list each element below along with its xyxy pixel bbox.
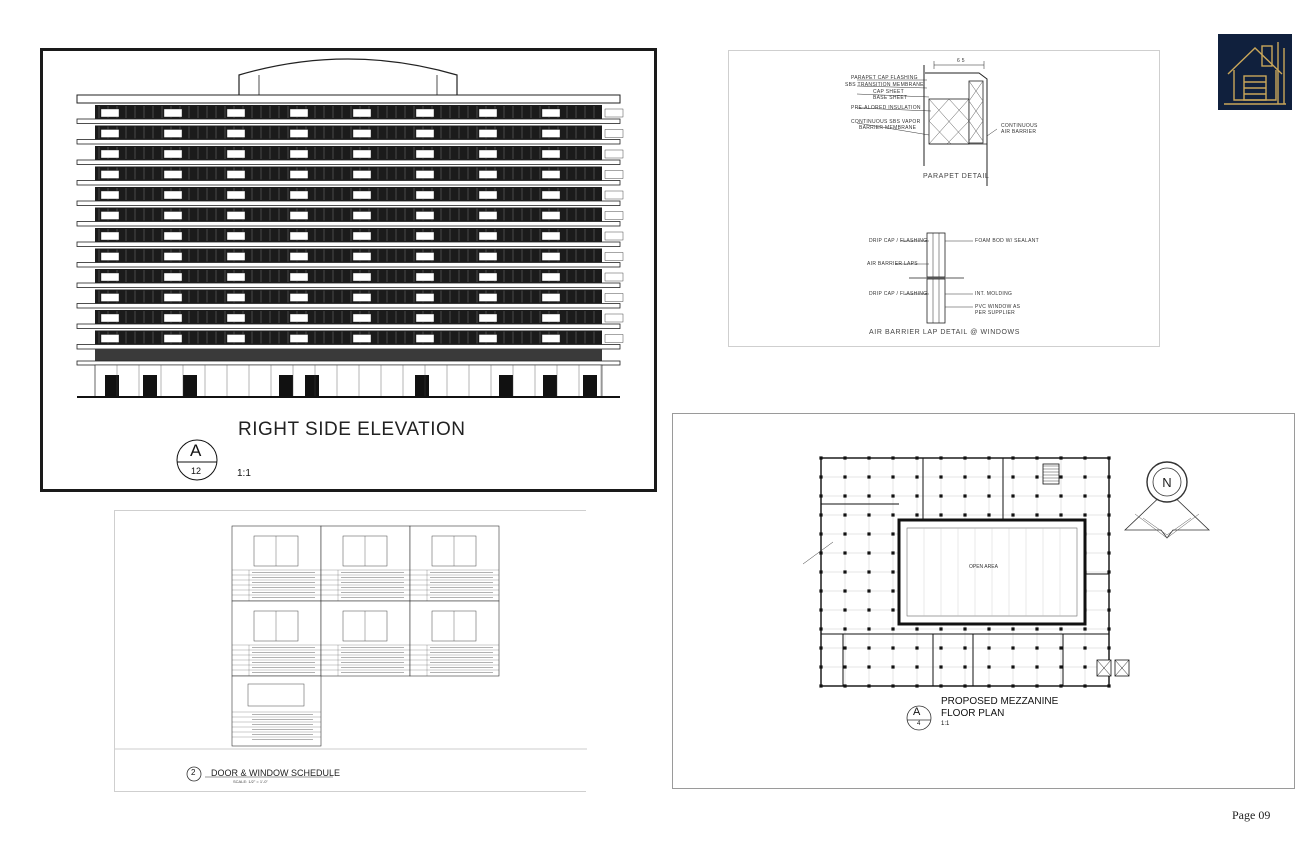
lap-right-1: INT. MOLDING (975, 291, 1013, 297)
mezzanine-plan-drawing: N (802, 456, 1210, 731)
mezzanine-scale: 1:1 (941, 721, 950, 727)
parapet-detail-drawing (856, 61, 998, 324)
parapet-right-label-1: CONTINUOUS (1001, 123, 1038, 129)
open-area-label: OPEN AREA (969, 564, 998, 570)
schedule-scale: SCALE: 1/2" = 1'-0" (233, 779, 268, 784)
page-number: Page 09 (1232, 808, 1271, 822)
elevation-section-tag (176, 439, 218, 481)
schedule-tag-number: 2 (191, 768, 196, 777)
mezzanine-title-line2: FLOOR PLAN (941, 708, 1005, 719)
parapet-label-5: CONTINUOUS SBS VAPOR (851, 119, 921, 125)
lap-right-2: PVC WINDOW AS (975, 304, 1021, 310)
lap-right-3: PER SUPPLIER (975, 310, 1016, 316)
mezzanine-plan-panel: N OPEN AREA A 4 PROPOSED MEZZANINE FLOOR… (672, 413, 1295, 789)
lap-title: AIR BARRIER LAP DETAIL @ WINDOWS (869, 329, 1021, 336)
parapet-label-3: BASE SHEET (873, 95, 908, 101)
parapet-label-2: CAP SHEET (873, 89, 904, 95)
parapet-right-label-2: AIR BARRIER (1001, 129, 1037, 135)
elevation-tag-number: 12 (191, 466, 202, 476)
parapet-label-6: BARRIER MEMBRANE (859, 125, 917, 131)
lap-right-0: FOAM BOD W/ SEALANT (975, 238, 1040, 244)
elevation-title: RIGHT SIDE ELEVATION (238, 419, 466, 440)
mezzanine-tag-letter: A (913, 706, 921, 718)
lap-left-2: DRIP CAP / FLASHING (869, 291, 928, 297)
parapet-dim: 6 5 (957, 58, 965, 64)
mezzanine-title-line1: PROPOSED MEZZANINE (941, 696, 1059, 707)
mezzanine-tag-number: 4 (917, 721, 921, 727)
company-logo (1218, 34, 1292, 110)
elevation-tag-letter: A (190, 441, 202, 460)
schedule-drawing (115, 525, 587, 782)
parapet-label-0: PARAPET CAP FLASHING (851, 75, 918, 81)
elevation-drawing (76, 58, 624, 398)
parapet-label-4: PRE-ALORED INSULATION (851, 105, 921, 111)
north-arrow-label: N (1162, 475, 1171, 490)
lap-left-0: DRIP CAP / FLASHING (869, 238, 928, 244)
parapet-title: PARAPET DETAIL (923, 173, 990, 180)
schedule-panel: 2 DOOR & WINDOW SCHEDULE SCALE: 1/2" = 1… (114, 510, 587, 792)
parapet-detail-panel: 6 5 PARAPET CAP FLASHING SBS TRANSITION … (728, 50, 1160, 347)
elevation-drawing-panel: RIGHT SIDE ELEVATION A 12 1:1 (40, 48, 657, 492)
parapet-label-1: SBS TRANSITION MEMBRANE (845, 82, 924, 88)
elevation-scale: 1:1 (237, 468, 251, 479)
lap-left-1: AIR BARRIER LAPS (867, 261, 918, 267)
schedule-title: DOOR & WINDOW SCHEDULE (211, 768, 341, 778)
house-logo-icon (1224, 42, 1286, 105)
